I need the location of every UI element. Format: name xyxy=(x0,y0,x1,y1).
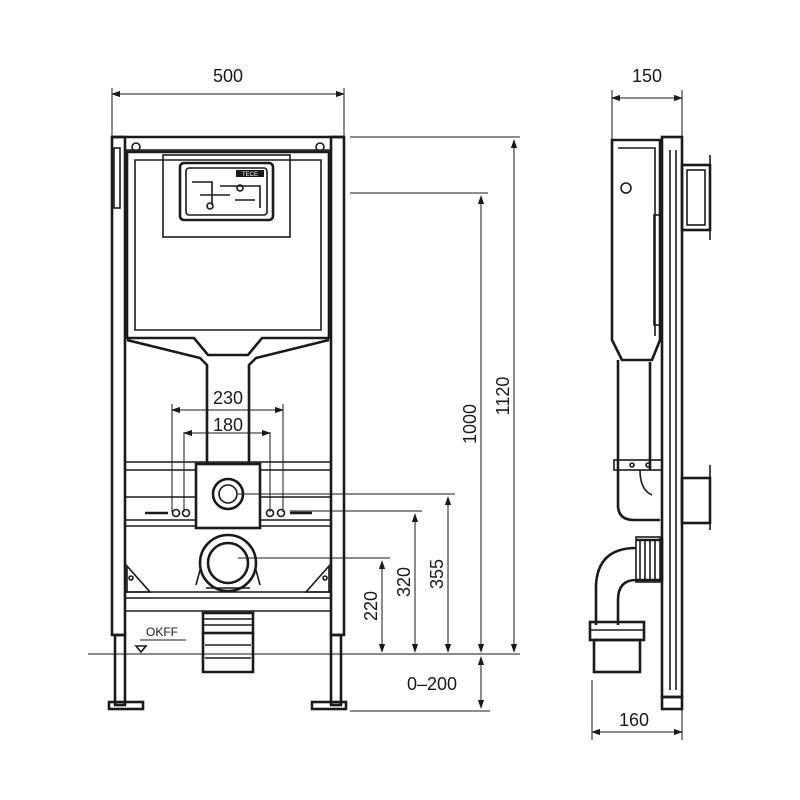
water-inlet-box xyxy=(194,462,262,530)
dim-height-drain: 220 xyxy=(361,591,381,621)
side-bracket xyxy=(113,147,121,209)
wall-bracket-lower xyxy=(680,476,712,525)
left-foot xyxy=(107,700,145,711)
front-view: TECE xyxy=(107,135,348,711)
brand-badge xyxy=(236,170,264,177)
right-leg xyxy=(329,633,343,707)
fixing-bolt-icon xyxy=(171,508,181,518)
dim-width-front: 500 xyxy=(213,66,243,86)
dim-width-side: 150 xyxy=(632,66,662,86)
cistern-profile xyxy=(610,138,662,362)
right-foot xyxy=(310,700,348,711)
downpipe-profile xyxy=(616,360,660,522)
flush-plate-opening xyxy=(162,154,291,238)
gusset xyxy=(126,563,152,593)
dim-height-inlet: 320 xyxy=(394,567,414,597)
dim-depth-bottom: 160 xyxy=(619,710,649,730)
floor-reference: OKFF xyxy=(88,625,520,655)
side-profile xyxy=(660,135,684,699)
dim-spacing-inner: 180 xyxy=(213,415,243,435)
fixing-bolt-icon xyxy=(181,508,191,518)
side-view xyxy=(588,135,712,711)
dim-spacing-outer: 230 xyxy=(213,388,243,408)
dim-height-rod: 355 xyxy=(427,559,447,589)
gusset xyxy=(304,563,330,593)
front-dimensions: 500 230 180 1120 1000 355 320 220 0–200 xyxy=(111,66,520,712)
right-column xyxy=(329,135,346,637)
brand-mark: TECE xyxy=(242,172,258,178)
side-dimensions: 150 160 xyxy=(591,66,683,740)
flush-actuator xyxy=(178,161,275,222)
dim-height-frame: 1000 xyxy=(460,404,480,444)
left-column xyxy=(110,135,127,637)
drain-elbow xyxy=(594,538,664,625)
dim-adjust-range: 0–200 xyxy=(407,674,457,694)
floor-reference-label: OKFF xyxy=(146,625,178,639)
dim-height-total: 1120 xyxy=(493,377,513,416)
downpipe xyxy=(126,338,330,465)
level-marker-icon xyxy=(134,645,148,654)
cistern-tank xyxy=(125,150,331,357)
left-leg xyxy=(113,633,127,707)
fixing-bolt-icon xyxy=(276,508,286,518)
drain-pipe xyxy=(201,611,255,635)
drain-outlet xyxy=(198,533,258,593)
